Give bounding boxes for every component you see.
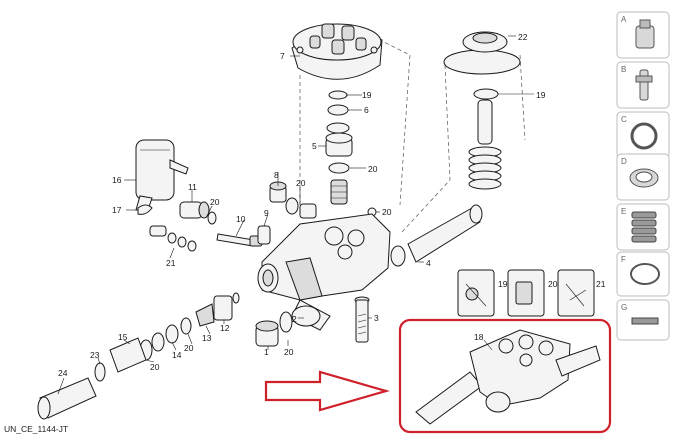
bolt (354, 296, 370, 343)
callout-24: 24 (58, 368, 68, 378)
kit-sidebar: A B C D (616, 11, 670, 341)
kit-letter-g: G (621, 303, 627, 312)
kit-letter-d: D (621, 157, 627, 166)
kit-tile-b[interactable]: B (616, 61, 670, 109)
callout-9: 9 (264, 208, 269, 218)
valve-stack (325, 90, 353, 205)
unloader-housing (135, 139, 189, 211)
top-plug (269, 181, 377, 219)
red-arrow (264, 370, 390, 412)
kit-tile-e[interactable]: E (616, 203, 670, 251)
callout-22: 22 (518, 32, 528, 42)
kit-letter-f: F (621, 255, 626, 264)
leader-lines (57, 35, 534, 395)
callout-14: 14 (172, 350, 182, 360)
highlight-annotations (264, 318, 612, 434)
left-fittings (149, 201, 217, 252)
gasket-icon (629, 168, 659, 188)
kit-letter-a: A (621, 15, 627, 24)
bag-label-20: 20 (548, 279, 558, 289)
lower-stack (37, 292, 240, 420)
bag-label-19: 19 (498, 279, 508, 289)
plunger-icon (635, 69, 653, 101)
clip (137, 204, 153, 215)
pump-manifold (257, 213, 391, 331)
callout-16: 16 (112, 175, 122, 185)
highlight-box (398, 318, 612, 434)
kit-tile-c[interactable]: C (616, 111, 670, 159)
spring-stack-icon (631, 211, 657, 243)
callout-23: 23 (90, 350, 100, 360)
callout-7: 7 (280, 51, 285, 61)
callout-11: 11 (188, 182, 197, 192)
kit-letter-b: B (621, 65, 626, 74)
callout-4: 4 (426, 258, 431, 268)
callout-20-plug-bottom: 20 (284, 347, 294, 357)
valve-cover (291, 23, 383, 80)
seal-ring-icon (630, 122, 658, 150)
callout-1: 1 (264, 347, 269, 357)
callout-19-plunger: 19 (536, 90, 546, 100)
callout-20-ring: 20 (382, 207, 392, 217)
kit-tile-f[interactable]: F (616, 251, 670, 297)
callout-labels: 7 19 6 5 20 22 19 16 17 11 20 10 9 8 20 … (58, 32, 606, 378)
kit-tile-a[interactable]: A (616, 11, 670, 59)
kit-letter-c: C (621, 115, 627, 124)
callout-15: 15 (118, 332, 128, 342)
outlet-tube (390, 204, 483, 267)
rod-and-fitting (216, 225, 271, 247)
callout-20-lower-a: 20 (184, 343, 194, 353)
callout-3: 3 (374, 313, 379, 323)
o-ring-icon (630, 263, 660, 285)
diagram-footer-code: UN_CE_1144-JT (4, 424, 69, 434)
callout-18: 18 (474, 332, 484, 342)
bar-icon (631, 317, 659, 325)
callout-20-valve: 20 (368, 164, 378, 174)
callout-19-valve: 19 (362, 90, 372, 100)
callout-5: 5 (312, 141, 317, 151)
callout-6: 6 (364, 105, 369, 115)
bottom-plug (255, 311, 293, 347)
kit-tile-d[interactable]: D (616, 153, 670, 201)
callout-21: 21 (166, 258, 176, 268)
plunger-assembly (443, 31, 521, 190)
callout-20-plug: 20 (296, 178, 306, 188)
callout-17: 17 (112, 205, 122, 215)
callout-20-fitting: 20 (210, 197, 220, 207)
callout-10: 10 (236, 214, 246, 224)
seal-kit-bags (457, 269, 595, 317)
callout-12: 12 (220, 323, 230, 333)
kit-tile-g[interactable]: G (616, 299, 670, 341)
bag-label-21: 21 (596, 279, 606, 289)
nozzle-icon (635, 19, 655, 49)
highlighted-manifold (415, 329, 601, 425)
callout-13: 13 (202, 333, 212, 343)
callout-8: 8 (274, 170, 279, 180)
callout-2: 2 (292, 314, 297, 324)
kit-letter-e: E (621, 207, 626, 216)
callout-20-lower-b: 20 (150, 362, 160, 372)
